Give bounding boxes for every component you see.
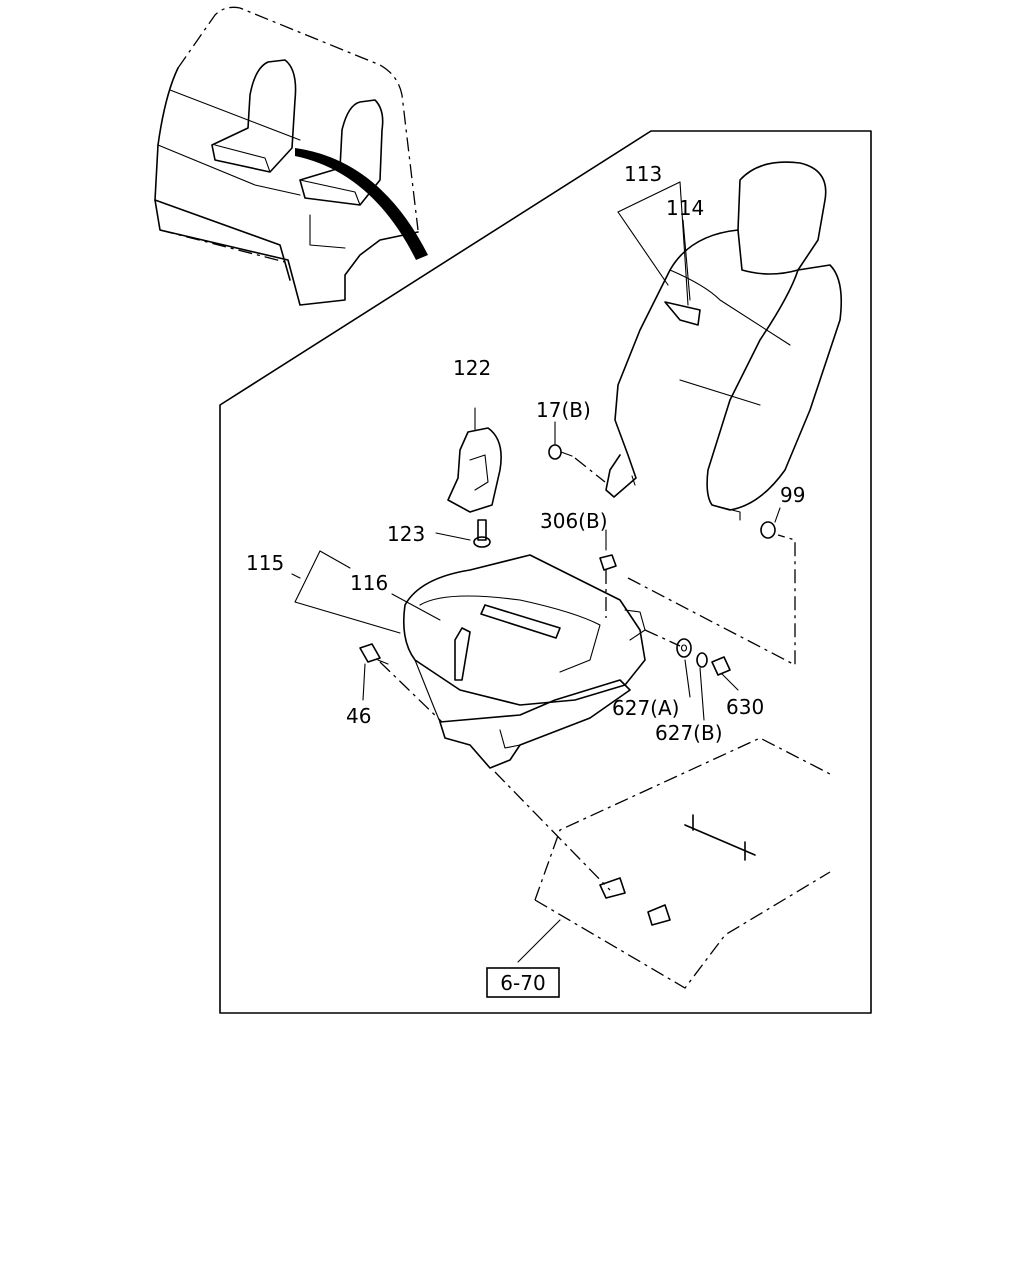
callout-17b: 17(B)	[536, 398, 591, 422]
seat-cushion	[402, 554, 646, 769]
callout-627b: 627(B)	[655, 721, 723, 745]
floor-panel	[534, 737, 833, 989]
leader-lines	[291, 181, 796, 963]
fasteners	[359, 444, 776, 676]
callout-99: 99	[780, 483, 805, 507]
reference-box-label: 6-70	[500, 971, 545, 995]
callout-114: 114	[666, 196, 704, 220]
callout-46: 46	[346, 704, 371, 728]
vehicle-cab-overview	[154, 6, 428, 306]
callout-630: 630	[726, 695, 764, 719]
callout-113: 113	[624, 162, 662, 186]
seat-back	[605, 161, 843, 521]
callout-116: 116	[350, 571, 388, 595]
callout-122: 122	[453, 356, 491, 380]
detail-frame	[219, 130, 872, 1014]
callout-306b: 306(B)	[540, 509, 608, 533]
reference-box	[486, 967, 560, 998]
part-122-bracket	[447, 427, 502, 513]
callout-123: 123	[387, 522, 425, 546]
callout-115: 115	[246, 551, 284, 575]
callout-627a: 627(A)	[612, 696, 679, 720]
